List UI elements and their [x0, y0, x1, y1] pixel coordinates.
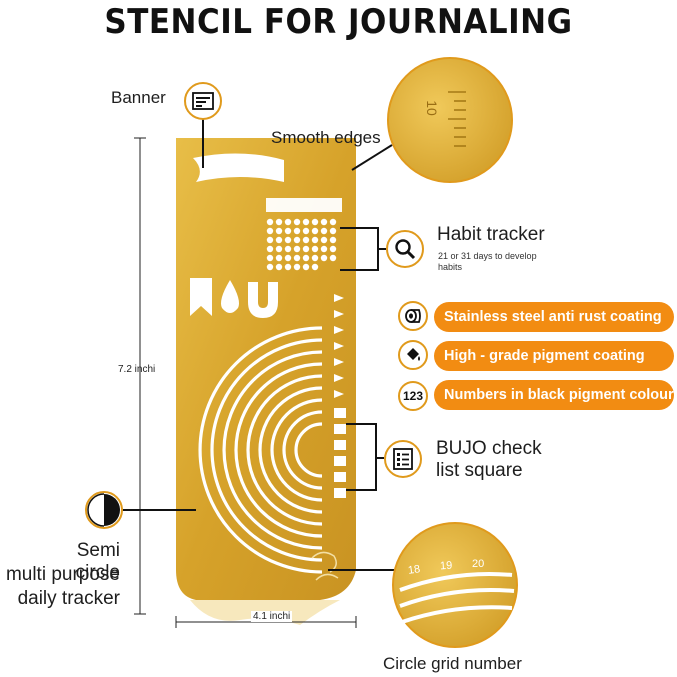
banner-icon	[184, 82, 222, 120]
feature-pill-2: High - grade pigment coating	[434, 341, 674, 371]
feature-pill-3: Numbers in black pigment colour	[434, 380, 674, 410]
height-dimension	[134, 137, 146, 615]
magnifier-icon	[386, 230, 424, 268]
u-cutout	[248, 282, 278, 318]
semicircle-label-line1: Semi circle	[75, 540, 120, 583]
habit-tracker-sub-1: 21 or 31 days to develop	[438, 251, 537, 261]
banner-label: Banner	[111, 88, 166, 107]
width-dimension	[175, 616, 357, 628]
ruler-number: 10	[423, 100, 440, 116]
zoom-number-1: 18	[407, 563, 422, 577]
coil-icon	[398, 301, 428, 331]
checklist-icon	[384, 440, 422, 478]
smooth-edges-label: Smooth edges	[271, 128, 381, 147]
smooth-edge-zoom	[387, 57, 513, 183]
circle-grid-zoom	[392, 522, 518, 648]
semicircle-arcs	[198, 326, 323, 574]
bujo-label-line2: list square	[436, 460, 523, 481]
habit-dots	[266, 218, 337, 271]
triangle-cutouts	[334, 294, 344, 398]
grid-bar-cutout	[266, 198, 342, 212]
page-title: STENCIL FOR JOURNALING	[104, 2, 573, 42]
banner-cutout	[193, 153, 284, 182]
semicircle-label-line2: multi purpose	[5, 564, 120, 585]
half-moon-icon	[85, 491, 123, 529]
zoom-number-2: 19	[439, 559, 453, 573]
bujo-label-line1: BUJO check	[436, 438, 542, 459]
flag-cutout	[190, 278, 212, 316]
height-dimension-label: 7.2 inchi	[118, 364, 156, 375]
checkbox-cutouts	[334, 408, 346, 498]
bottom-ornament	[311, 551, 339, 581]
width-dimension-label: 4.1 inchi	[251, 611, 293, 622]
semicircle-label-line3: daily tracker	[17, 588, 120, 609]
feature-pill-1: Stainless steel anti rust coating	[434, 302, 674, 332]
zoom-number-3: 20	[472, 558, 485, 570]
drop-cutout	[221, 280, 239, 313]
numbers-icon: 123	[398, 381, 428, 411]
circle-grid-label: Circle grid number	[383, 654, 522, 673]
callout-lines	[122, 118, 398, 571]
habit-tracker-sub-2: habits	[438, 262, 463, 272]
paint-bucket-icon	[398, 340, 428, 370]
habit-tracker-label: Habit tracker	[437, 224, 545, 245]
